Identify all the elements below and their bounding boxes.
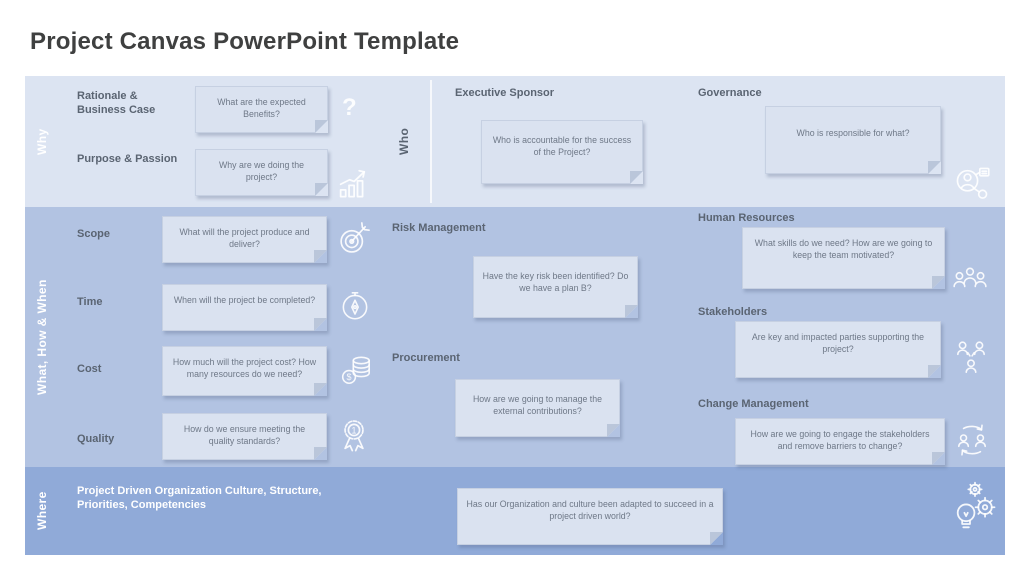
stakeholders-icon — [953, 338, 989, 378]
category-time: Time — [77, 296, 103, 308]
note-time: When will the project be completed? — [162, 284, 327, 331]
note-quality: How do we ensure meeting the quality sta… — [162, 413, 327, 460]
note-change-management: How are we going to engage the stakehold… — [735, 418, 945, 465]
award-medal-icon: 1 — [335, 416, 373, 454]
category-cost: Cost — [77, 363, 102, 375]
svg-text:1: 1 — [352, 425, 357, 435]
who-label: Who — [397, 127, 411, 156]
note-where: Has our Organization and culture been ad… — [457, 488, 723, 545]
category-quality: Quality — [77, 433, 115, 445]
project-canvas: Why Rationale & Business Case What are t… — [25, 76, 1005, 555]
category-scope: Scope — [77, 228, 111, 240]
note-executive-sponsor: Who is accountable for the success of th… — [481, 120, 643, 184]
svg-text:$: $ — [347, 372, 352, 382]
note-human-resources: What skills do we need? How are we going… — [742, 227, 945, 289]
heading-human-resources: Human Resources — [698, 212, 795, 224]
idea-gears-icon — [947, 476, 1003, 534]
note-rationale: What are the expected Benefits? — [195, 86, 328, 133]
page-title: Project Canvas PowerPoint Template — [30, 28, 460, 55]
note-scope: What will the project produce and delive… — [162, 216, 327, 263]
org-network-icon — [953, 164, 991, 202]
heading-risk-management: Risk Management — [392, 222, 486, 234]
note-cost: How much will the project cost? How many… — [162, 346, 327, 396]
what-how-when-label: What, How & When — [35, 279, 49, 395]
who-divider — [430, 80, 432, 203]
heading-change-management: Change Management — [698, 398, 809, 410]
where-label: Where — [35, 491, 49, 531]
note-risk-management: Have the key risk been identified? Do we… — [473, 256, 638, 318]
heading-where: Project Driven Organization Culture, Str… — [77, 485, 322, 512]
team-icon — [951, 264, 989, 292]
change-cycle-icon — [953, 420, 991, 458]
category-rationale: Rationale & Business Case — [77, 90, 156, 117]
note-procurement: How are we going to manage the external … — [455, 379, 620, 437]
question-icon: ? — [342, 94, 357, 121]
category-purpose: Purpose & Passion — [77, 153, 178, 165]
heading-stakeholders: Stakeholders — [698, 306, 768, 318]
heading-governance: Governance — [698, 87, 762, 99]
heading-procurement: Procurement — [392, 352, 460, 364]
note-governance: Who is responsible for what? — [765, 106, 941, 174]
coins-icon: $ — [339, 352, 375, 388]
target-icon — [335, 219, 373, 257]
note-purpose: Why are we doing the project? — [195, 149, 328, 196]
why-label: Why — [35, 128, 49, 155]
compass-icon — [337, 287, 373, 323]
note-stakeholders: Are key and impacted parties supporting … — [735, 321, 941, 378]
growth-chart-icon — [335, 164, 371, 200]
heading-executive-sponsor: Executive Sponsor — [455, 87, 555, 99]
